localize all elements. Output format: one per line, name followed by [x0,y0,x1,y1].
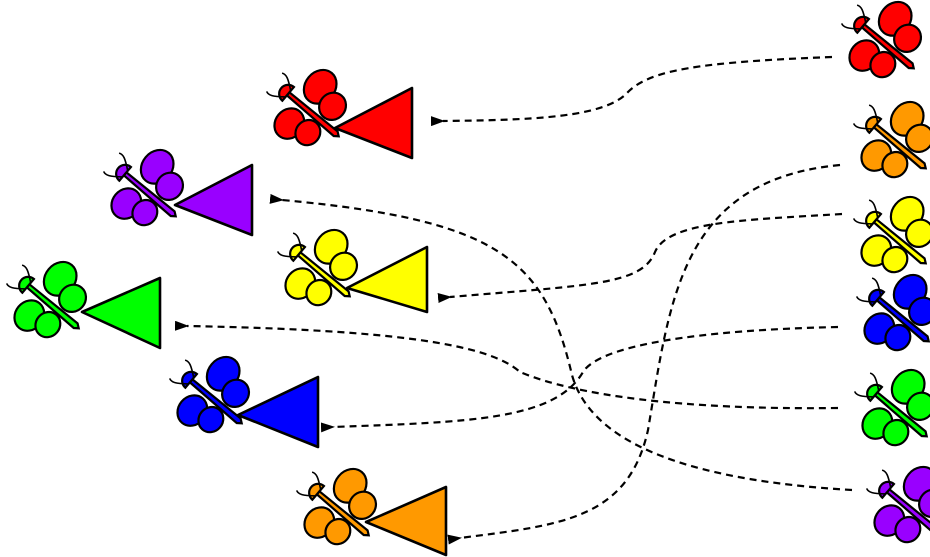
connection-s-yellow-to-t-yellow [437,212,843,304]
connection-s-red-to-t-red [430,55,833,127]
wing-lower-left [908,296,930,326]
antenna [168,378,189,385]
wing-lower-right [881,150,909,179]
wing-lower-right [34,310,62,339]
antenna [184,359,195,378]
antenna [868,199,879,218]
antenna [5,283,26,290]
wing-lower-right [884,323,912,352]
wing-lower-right [882,418,910,447]
antenna [281,72,292,91]
wing-lower-left [155,171,185,201]
wing-lower-left [905,123,930,153]
butterfly-icon [852,195,930,274]
butterfly-icon [295,467,378,546]
connection-s-green-to-t-green [174,320,839,410]
butterfly-icon [168,355,251,434]
butterfly-icon [840,0,923,79]
butterfly-icon [865,465,930,544]
wing-lower-left [348,490,378,520]
antenna [265,91,286,98]
antenna [855,296,876,303]
antenna [869,372,880,391]
figure-t-orange [295,467,448,557]
wing-lower-right [881,245,909,274]
figure-s-green [853,368,930,447]
butterfly-icon [855,273,930,352]
figure-s-red [840,0,923,79]
antenna [852,123,873,130]
antenna [871,277,882,296]
wing-lower-left [905,218,930,248]
triangle-icon [80,276,162,350]
antenna [865,488,886,495]
wing-lower-right [305,278,333,307]
wing-lower-left [221,378,251,408]
triangle-icon [345,245,429,314]
figure-s-yellow [852,195,930,274]
butterfly-icon [265,68,348,147]
antenna [21,264,32,283]
wing-lower-right [197,405,225,434]
antenna [852,218,873,225]
figure-t-blue [168,355,320,449]
butterfly-icon [5,260,88,339]
butterfly-icon [852,100,930,179]
antenna [311,471,322,490]
antenna [295,490,316,497]
connection-s-purple-to-t-purple [269,193,853,492]
wing-lower-left [58,283,88,313]
wing-lower-right [894,515,922,544]
wing-lower-left [318,91,348,121]
butterfly-icon [102,148,185,227]
connection-s-blue-to-t-blue [320,325,839,433]
figure-t-purple [102,148,254,237]
antenna [276,251,297,258]
antenna [881,469,892,488]
antenna [840,23,861,30]
figure-s-orange [852,100,930,179]
antenna [856,4,867,23]
antenna [118,152,129,171]
triangle-icon [333,86,414,160]
figure-s-blue [855,273,930,352]
antenna [102,171,123,178]
figure-t-green [5,260,162,350]
triangle-icon [236,375,320,449]
wing-lower-right [324,517,352,546]
wing-lower-right [869,50,897,79]
wing-lower-right [131,198,159,227]
butterfly-icon [853,368,930,447]
wing-lower-right [294,118,322,147]
antenna [853,391,874,398]
connections [174,55,853,545]
wing-lower-left [918,488,930,518]
figure-s-purple [865,465,930,544]
triangle-icon [173,163,254,237]
figure-t-red [265,68,414,160]
triangle-icon [364,485,448,557]
wing-lower-left [329,251,359,281]
antenna [292,232,303,251]
wing-lower-left [893,23,923,53]
butterfly-icon [276,228,359,307]
figure-t-yellow [276,228,429,314]
connection-s-orange-to-t-orange [447,163,841,545]
antenna [868,104,879,123]
